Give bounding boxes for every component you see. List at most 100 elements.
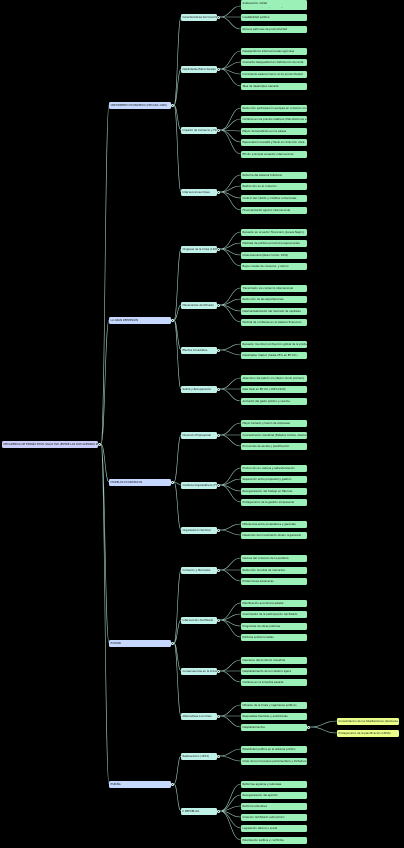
subtopic-node[interactable]: Dirección Empresarial	[181, 431, 217, 439]
connector	[219, 467, 242, 486]
subtopic-node[interactable]: Restauración (1874)	[181, 752, 217, 760]
connector	[219, 388, 242, 402]
expand-toggle-icon[interactable]	[217, 190, 220, 194]
leaf-node: Declive del comercio de la periferia	[241, 554, 307, 562]
connector	[219, 349, 242, 356]
leaf-node: Especulación bursátil y fiscal sin direc…	[241, 138, 307, 146]
expand-toggle-icon[interactable]	[217, 669, 220, 673]
subtopic-node[interactable]: Cambios Organizativos (FORDISMO)	[181, 481, 217, 489]
branch-node[interactable]: MODELOS ECONÓMICOS	[109, 478, 171, 486]
subtopic-node[interactable]: Origenes de la Crisis (1929)	[181, 245, 217, 253]
connector	[219, 5, 242, 18]
expand-toggle-icon[interactable]	[217, 618, 220, 622]
expand-toggle-icon[interactable]	[171, 480, 174, 484]
subtopic-node[interactable]: Características del Crecimiento	[181, 13, 217, 21]
leaf-node: Mayor tamaño y fusión de empresas	[241, 419, 307, 427]
expand-toggle-icon[interactable]	[217, 483, 220, 487]
connector	[219, 478, 242, 486]
leaf-node: Desmantelamiento del mercado de capitale…	[241, 307, 307, 315]
subtopic-node[interactable]: Salida y Recuperación	[181, 385, 217, 393]
expand-toggle-icon[interactable]	[217, 433, 220, 437]
expand-toggle-icon[interactable]	[171, 318, 174, 322]
leaf-node: Control del crédito y créditos comercial…	[241, 194, 307, 202]
leaf-node: Crecimiento de la participación del Esta…	[241, 610, 307, 618]
expand-toggle-icon[interactable]	[217, 528, 220, 532]
connector	[173, 481, 182, 531]
expand-toggle-icon[interactable]	[171, 103, 174, 107]
leaf-node: Producción en cadena y estandarización	[241, 464, 307, 472]
expand-toggle-icon[interactable]	[171, 782, 174, 786]
root-node[interactable]: DECADENCIA DE ESPAÑA EN EL SIGLO XVII (E…	[2, 440, 98, 448]
branch-node[interactable]: LA GRAN DEPRESIÓN	[109, 316, 171, 324]
expand-toggle-icon[interactable]	[217, 348, 220, 352]
leaf-node: Protagonismo de la gestión empresarial	[241, 498, 307, 506]
expand-toggle-icon[interactable]	[217, 568, 220, 572]
expand-toggle-icon[interactable]	[217, 15, 220, 19]
leaf-node: Reforma educativa	[241, 802, 307, 810]
connector	[173, 755, 182, 785]
connector	[219, 659, 242, 672]
leaf-node: Desplazamientos	[241, 723, 307, 731]
expand-toggle-icon[interactable]	[217, 714, 220, 718]
leaf-node: Aumento del gasto público y rearme	[241, 397, 307, 405]
subtopic-node[interactable]: Intervención del Estado	[181, 616, 217, 624]
connector	[219, 129, 242, 155]
branch-node[interactable]: EUROPA	[109, 639, 171, 647]
subtopic-node[interactable]: II REPÚBLICA	[181, 807, 217, 815]
expand-toggle-icon[interactable]	[217, 387, 220, 391]
expand-toggle-icon[interactable]	[217, 247, 220, 251]
connector	[219, 68, 242, 87]
expand-toggle-icon[interactable]	[307, 725, 310, 729]
leaf-node: Políticas proteccionistas	[241, 633, 307, 641]
branch-node[interactable]: CRECIMIENTO ECONÓMICO (DÉCADA 1920)	[109, 101, 171, 109]
subtopic-node[interactable]: Debilidades Estructurales	[181, 65, 217, 73]
connector	[100, 319, 110, 445]
leaf-node: Reducción de las exportaciones	[241, 295, 307, 303]
expand-toggle-icon[interactable]	[171, 641, 174, 645]
expand-toggle-icon[interactable]	[217, 809, 220, 813]
detail-node: Protagonismo de la planificación (URSS)	[337, 729, 399, 737]
expand-toggle-icon[interactable]	[217, 67, 220, 71]
leaf-node: Abandono del patrón oro (Reino Unido pri…	[241, 374, 307, 382]
leaf-node: Inestabilidad política	[241, 13, 307, 21]
connector	[219, 248, 242, 267]
leaf-node: Concentración industrial (Estados Unidos…	[241, 431, 307, 439]
connector	[219, 107, 242, 131]
leaf-node: Estabilidad política en el sistema polít…	[241, 745, 307, 753]
leaf-node: Recesión en el sector financiero (Jueves…	[241, 228, 307, 236]
subtopic-node[interactable]: Intervenciones Clave	[181, 188, 217, 196]
subtopic-node[interactable]: Mecanismos de Difusión	[181, 301, 217, 309]
leaf-node: Desempleo masivo (hasta 25% en EE.UU.)	[241, 351, 307, 359]
subtopic-node[interactable]: Comercio y Mercados	[181, 566, 217, 574]
connector	[219, 434, 242, 447]
connector	[219, 670, 242, 683]
leaf-node: Tasa de desempleo elevada	[241, 82, 307, 90]
connector	[219, 343, 242, 351]
expand-toggle-icon[interactable]	[217, 754, 220, 758]
leaf-node: Bajos niveles de consumo, y ahorro	[241, 262, 307, 270]
leaf-node: Diferencias entre propietarios y gerente…	[241, 520, 307, 528]
subtopic-node[interactable]: Alternativas a la Crisis	[181, 712, 217, 720]
connector	[173, 104, 182, 131]
connector	[173, 16, 182, 106]
connector	[219, 529, 242, 536]
subtopic-node[interactable]: Efectos Inmediatos	[181, 346, 217, 354]
leaf-node: Polarización política y conflictos	[241, 836, 307, 844]
branch-node[interactable]: ESPAÑA	[109, 780, 171, 788]
subtopic-node[interactable]: Consecuencias en la Industria	[181, 667, 217, 675]
expand-toggle-icon[interactable]	[217, 303, 220, 307]
subtopic-node[interactable]: Organización Sindical	[181, 526, 217, 534]
connector	[219, 61, 242, 70]
connector	[219, 810, 242, 841]
connector	[219, 619, 242, 638]
leaf-node: Nuevos patrones de productividad	[241, 25, 307, 33]
expand-toggle-icon[interactable]	[217, 128, 220, 132]
connector	[173, 642, 182, 672]
leaf-node: Separación entre propiedad y gestión	[241, 475, 307, 483]
leaf-node: Protecciones aduaneras	[241, 577, 307, 585]
subtopic-node[interactable]: Impacto de Comercio y Finanzas	[181, 126, 217, 134]
leaf-node: Legislación laboral y social	[241, 824, 307, 832]
connector	[219, 613, 242, 621]
expand-toggle-icon[interactable]	[98, 442, 101, 446]
connector	[173, 434, 182, 483]
